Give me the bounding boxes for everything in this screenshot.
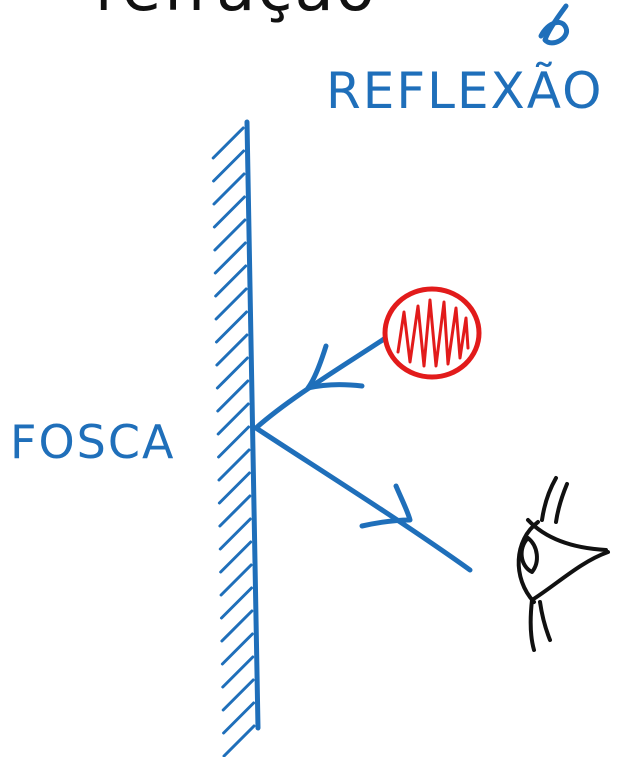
hatch-stroke — [211, 126, 245, 160]
hatch-stroke — [219, 563, 253, 597]
matte-surface — [211, 119, 261, 757]
eye-lower-lid — [530, 550, 610, 602]
surface-hatching — [211, 126, 256, 757]
hatch-stroke — [217, 448, 251, 482]
hatch-stroke — [217, 425, 251, 459]
reflected-ray-arrowhead — [359, 483, 413, 529]
hatch-stroke — [212, 172, 246, 206]
eye-front — [516, 520, 540, 604]
tilde-mark — [538, 3, 570, 46]
hatch-stroke — [216, 379, 250, 413]
surface-label: FOSCA — [10, 415, 175, 469]
hatch-stroke — [217, 471, 251, 505]
eye-upper-lash-1 — [540, 476, 558, 522]
top-partial-heading: refração — [95, 0, 377, 26]
hatch-stroke — [220, 586, 253, 620]
incident-ray-arrowhead — [305, 343, 365, 391]
hatch-stroke — [222, 724, 256, 757]
red-ball-icon — [382, 286, 482, 380]
reflection-title: REFLEXÃO — [326, 62, 603, 120]
incident-ray — [253, 336, 387, 431]
hatch-stroke — [218, 517, 252, 551]
hatch-stroke — [214, 287, 248, 321]
reflected-ray-line — [253, 425, 473, 573]
eye-lower-lash-1 — [528, 598, 536, 652]
hatch-stroke — [216, 402, 250, 436]
hatch-stroke — [221, 655, 255, 689]
hatch-stroke — [218, 494, 252, 528]
hatch-stroke — [212, 149, 246, 183]
reflected-ray — [253, 425, 473, 573]
hatch-stroke — [221, 678, 255, 712]
hatch-stroke — [213, 241, 247, 275]
hatch-stroke — [219, 540, 253, 574]
hatch-stroke — [215, 333, 249, 367]
eye-pupil — [519, 536, 539, 574]
hatch-stroke — [215, 310, 248, 344]
hatch-stroke — [213, 218, 247, 252]
red-ball-hatching — [396, 298, 470, 368]
surface-line — [244, 119, 261, 731]
hatch-stroke — [212, 195, 246, 229]
eye-upper-lash-2 — [554, 482, 569, 524]
eye-lower-lash-2 — [538, 600, 552, 642]
incident-ray-line — [253, 336, 387, 431]
hatch-stroke — [214, 264, 248, 298]
eye-upper-lid — [526, 518, 608, 552]
hatch-stroke — [220, 609, 254, 643]
red-ball-outline — [382, 286, 482, 380]
eye-icon — [516, 476, 610, 652]
hatch-stroke — [220, 632, 254, 666]
hatch-stroke — [222, 701, 256, 735]
hatch-stroke — [215, 356, 249, 390]
